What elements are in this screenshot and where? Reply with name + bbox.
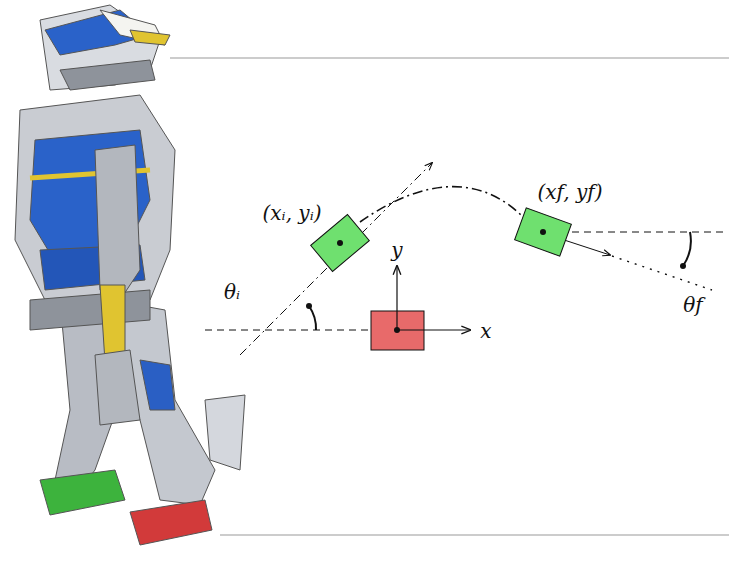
- y-axis: [396, 266, 397, 330]
- point-label: (xf, yf): [536, 181, 605, 203]
- trajectory: [360, 187, 528, 222]
- reference-line: [560, 232, 726, 233]
- axis-label: y: [389, 239, 404, 261]
- point-label: (xᵢ, yᵢ): [261, 202, 324, 224]
- final-foot: [515, 208, 572, 256]
- humanoid-robot: [15, 5, 245, 545]
- reference-line: [205, 330, 370, 331]
- angle-arc: [309, 306, 316, 330]
- angle-label: θf: [681, 294, 704, 316]
- corridor-line: [220, 535, 729, 536]
- initial-heading: [240, 163, 432, 355]
- corridor-line: [170, 58, 729, 59]
- x-axis: [397, 329, 470, 330]
- final-heading: [612, 256, 712, 290]
- angle-label: θᵢ: [222, 281, 242, 303]
- axis-label: x: [478, 320, 493, 342]
- angle-arc: [683, 232, 691, 266]
